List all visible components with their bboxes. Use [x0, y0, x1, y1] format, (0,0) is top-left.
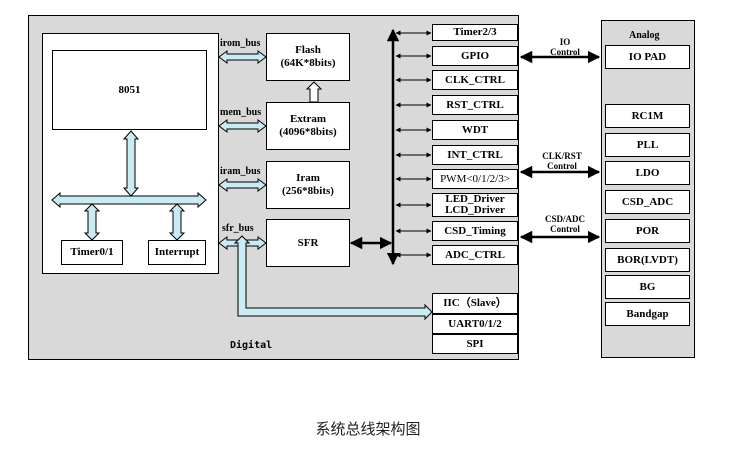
lcd-driver-label: LCD_Driver: [445, 204, 505, 216]
spi-block: SPI: [432, 334, 518, 354]
bg-block: BG: [605, 275, 690, 299]
flash-block: Flash (64K*8bits): [266, 33, 350, 81]
mem-bus-label: mem_bus: [220, 107, 262, 118]
por-label: POR: [635, 224, 660, 237]
bandgap-label: Bandgap: [626, 307, 669, 320]
sfr-bus-label: sfr_bus: [222, 223, 254, 234]
csd-adc-block: CSD_ADC: [605, 190, 690, 214]
rc1m-label: RC1M: [631, 109, 664, 122]
digital-label: Digital: [230, 340, 273, 351]
bus-to-interrupt-arrow: [168, 203, 186, 241]
bor-label: BOR(LVDT): [617, 253, 678, 266]
csd-timing-block: CSD_Timing: [432, 221, 518, 241]
pwm-label: PWM<0/1/2/3>: [440, 172, 510, 185]
irom-bus-arrow: [218, 50, 267, 64]
timer01-label: Timer0/1: [70, 246, 114, 258]
io-pad-label: IO PAD: [628, 50, 667, 63]
iram-bus-arrow: [218, 178, 267, 192]
sfr-label: SFR: [297, 236, 319, 249]
cpu-8051-block: 8051: [52, 50, 207, 130]
csd-adc-control-label: CSD/ADC Control: [536, 214, 594, 234]
clk-ctrl-label: CLK_CTRL: [445, 73, 505, 86]
rst-ctrl-label: RST_CTRL: [446, 98, 504, 111]
led-driver-label: LED_Driver: [445, 193, 505, 205]
gpio-block: GPIO: [432, 46, 518, 66]
bg-label: BG: [639, 280, 656, 293]
extram-to-flash-arrow: [305, 81, 323, 103]
internal-bus-arrow: [51, 191, 207, 209]
cpu-8051-label: 8051: [118, 83, 141, 96]
adc-ctrl-block: ADC_CTRL: [432, 245, 518, 265]
int-ctrl-block: INT_CTRL: [432, 145, 518, 165]
io-control-line1: IO: [559, 37, 571, 47]
timer23-block: Timer2/3: [432, 24, 518, 41]
bor-block: BOR(LVDT): [605, 248, 690, 272]
ldo-block: LDO: [605, 161, 690, 185]
flash-name: Flash: [295, 44, 321, 56]
gpio-label: GPIO: [460, 49, 490, 62]
pll-label: PLL: [636, 138, 659, 151]
csd-adc-label: CSD_ADC: [621, 195, 674, 208]
clk-ctrl-block: CLK_CTRL: [432, 70, 518, 90]
por-block: POR: [605, 219, 690, 243]
wdt-label: WDT: [461, 123, 489, 136]
pwm-block: PWM<0/1/2/3>: [432, 169, 518, 189]
interrupt-label: Interrupt: [154, 246, 200, 258]
csd-adc-control-line1: CSD/ADC: [544, 214, 585, 224]
flash-size: (64K*8bits): [280, 57, 336, 69]
uart-label: UART0/1/2: [448, 317, 502, 330]
analog-region: [601, 20, 695, 358]
rc1m-block: RC1M: [605, 104, 690, 128]
rst-ctrl-block: RST_CTRL: [432, 95, 518, 115]
iram-size: (256*8bits): [282, 185, 334, 197]
iram-bus-label: iram_bus: [220, 166, 261, 177]
ldo-label: LDO: [635, 166, 660, 179]
led-lcd-driver-block: LED_Driver LCD_Driver: [432, 193, 518, 217]
uart-block: UART0/1/2: [432, 314, 518, 334]
extram-size: (4096*8bits): [279, 126, 337, 138]
analog-label: Analog: [629, 30, 660, 41]
iic-block: IIC（Slave）: [432, 293, 518, 314]
iram-name: Iram: [296, 172, 320, 184]
sfr-to-serial-arrow: [233, 235, 433, 321]
wdt-block: WDT: [432, 120, 518, 140]
bus-to-timer-arrow: [83, 203, 101, 241]
iic-label: IIC（Slave）: [443, 297, 507, 309]
sfr-block: SFR: [266, 219, 350, 267]
cpu-to-bus-arrow: [122, 130, 140, 197]
timer23-label: Timer2/3: [453, 26, 497, 38]
csd-adc-control-line2: Control: [550, 224, 580, 234]
pll-block: PLL: [605, 133, 690, 157]
diagram-caption: 系统总线架构图: [315, 420, 421, 438]
irom-bus-label: irom_bus: [220, 38, 261, 49]
adc-ctrl-label: ADC_CTRL: [445, 248, 505, 261]
csd-timing-label: CSD_Timing: [444, 224, 506, 237]
bandgap-block: Bandgap: [605, 302, 690, 326]
spi-label: SPI: [466, 337, 484, 350]
io-pad-block: IO PAD: [605, 45, 690, 69]
interrupt-block: Interrupt: [148, 240, 206, 265]
clk-rst-control-line1: CLK/RST: [542, 151, 582, 161]
iram-block: Iram (256*8bits): [266, 161, 350, 209]
mem-bus-arrow: [218, 119, 267, 133]
int-ctrl-label: INT_CTRL: [447, 148, 503, 161]
extram-name: Extram: [289, 113, 327, 125]
